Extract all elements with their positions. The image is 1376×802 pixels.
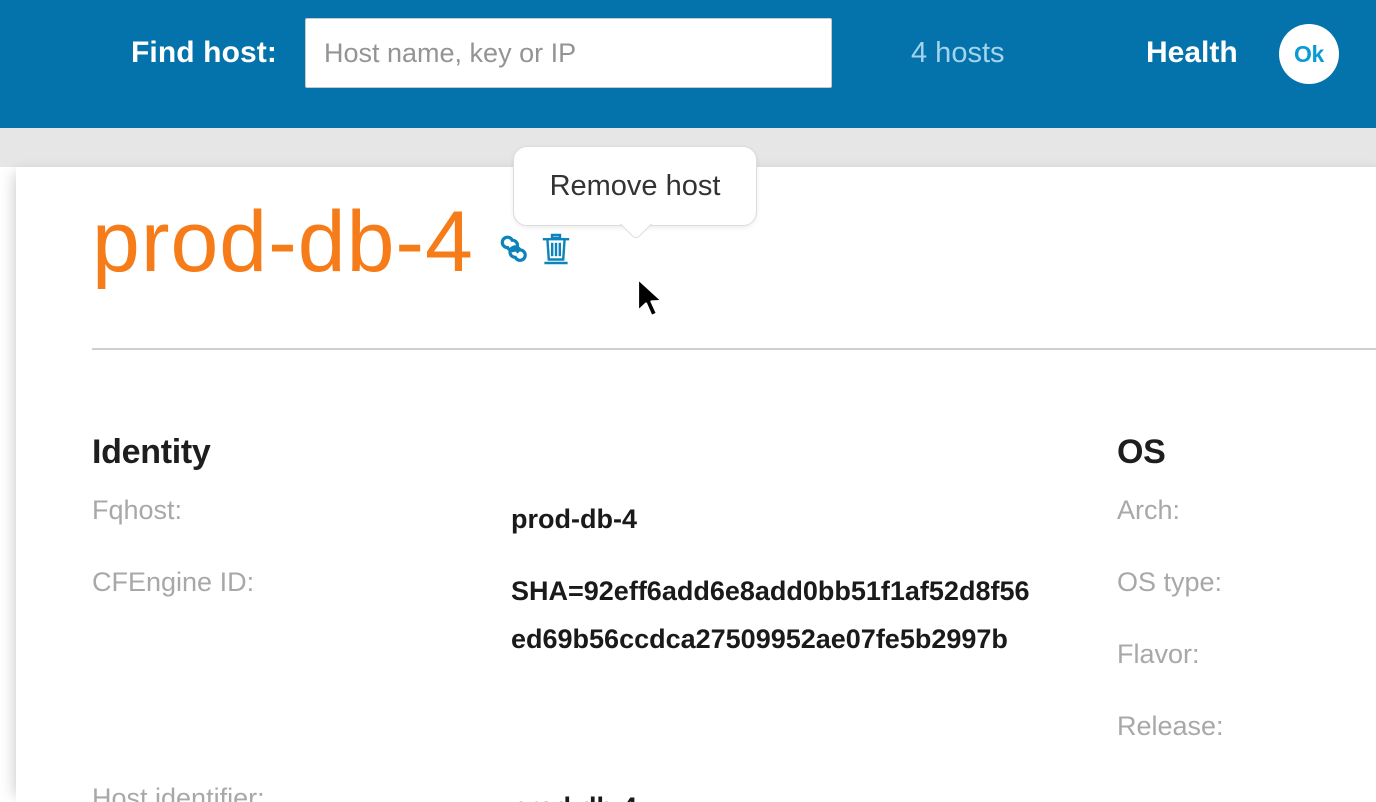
identity-value-fqhost: prod-db-4 <box>511 504 637 534</box>
link-icon <box>499 232 533 266</box>
os-heading: OS <box>1117 433 1166 471</box>
health-label: Health <box>1146 36 1238 69</box>
identity-value-cfengine-id: SHA=92eff6add6e8add0bb51f1af52d8f56ed69b… <box>511 576 1030 654</box>
content-card: prod-db-4 <box>16 167 1376 802</box>
hosts-count-label[interactable]: 4 hosts <box>911 37 1005 69</box>
search-input[interactable] <box>305 18 832 88</box>
os-row-arch: Arch: <box>1117 495 1376 567</box>
tooltip-arrow <box>609 224 663 240</box>
identity-section: Identity Fqhost: prod-db-4 CFEngine ID: … <box>92 433 1029 802</box>
os-row-os-type: OS type: <box>1117 567 1376 639</box>
trash-icon <box>541 232 571 266</box>
top-navigation-bar: Find host: 4 hosts Health Ok <box>0 0 1376 128</box>
os-row-flavor: Flavor: <box>1117 639 1376 711</box>
identity-label-cfengine-id: CFEngine ID: <box>92 567 255 597</box>
identity-value-host-identifier: prod-db-4 <box>511 783 1041 802</box>
os-label-flavor: Flavor: <box>1117 639 1200 669</box>
title-action-icons <box>496 215 576 269</box>
os-label-arch: Arch: <box>1117 495 1181 525</box>
remove-host-tooltip: Remove host <box>513 146 757 226</box>
trash-icon-button[interactable] <box>536 229 576 269</box>
identity-row-cfengine-id: CFEngine ID: SHA=92eff6add6e8add0bb51f1a… <box>92 567 1029 783</box>
page-title: prod-db-4 <box>92 194 474 290</box>
identity-row-host-identifier: Host identifier: prod-db-4 <box>92 783 732 802</box>
os-row-release: Release: <box>1117 711 1376 783</box>
identity-label-host-identifier: Host identifier: <box>92 783 265 802</box>
os-label-os-type: OS type: <box>1117 567 1223 597</box>
health-status-badge[interactable]: Ok <box>1279 24 1339 84</box>
host-title-row: prod-db-4 <box>92 199 576 285</box>
identity-row-fqhost: Fqhost: prod-db-4 <box>92 495 732 567</box>
identity-heading: Identity <box>92 433 211 471</box>
find-host-label: Find host: <box>131 36 277 69</box>
link-icon-button[interactable] <box>496 229 536 269</box>
health-status-text: Ok <box>1293 40 1325 67</box>
identity-label-fqhost: Fqhost: <box>92 495 183 525</box>
title-divider <box>92 348 1376 350</box>
os-section: OS Arch: OS type: Flavor: Release: <box>1117 435 1376 783</box>
tooltip-text: Remove host <box>549 169 721 202</box>
os-label-release: Release: <box>1117 711 1224 741</box>
